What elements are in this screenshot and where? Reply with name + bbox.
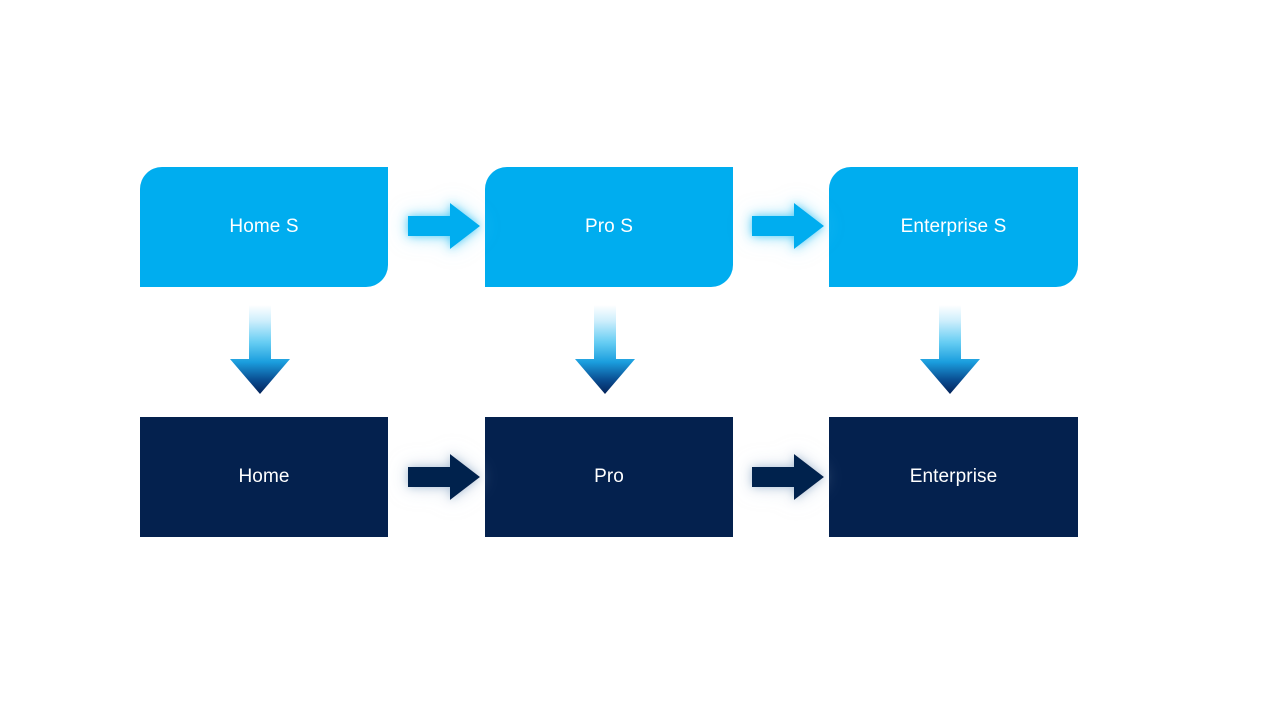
node-home-label: Home <box>238 465 290 487</box>
node-pro[interactable]: Pro <box>485 417 733 537</box>
node-home-s-label: Home S <box>229 215 299 237</box>
arrow-down-home-s-to-home <box>224 303 296 398</box>
arrow-right-pro-s-to-enterprise-s <box>748 200 828 252</box>
node-pro-s-label: Pro S <box>584 215 634 237</box>
arrow-right-pro-to-enterprise <box>748 451 828 503</box>
node-enterprise-label: Enterprise <box>909 465 998 487</box>
node-pro-s[interactable]: Pro S <box>485 167 733 287</box>
node-enterprise-s[interactable]: Enterprise S <box>829 167 1078 287</box>
arrow-down-enterprise-s-to-enterprise <box>914 303 986 398</box>
arrow-right-home-s-to-pro-s <box>404 200 484 252</box>
node-home-s[interactable]: Home S <box>140 167 388 287</box>
node-enterprise-s-label: Enterprise S <box>900 215 1007 237</box>
node-enterprise[interactable]: Enterprise <box>829 417 1078 537</box>
arrow-down-pro-s-to-pro <box>569 303 641 398</box>
node-home[interactable]: Home <box>140 417 388 537</box>
arrow-right-home-to-pro <box>404 451 484 503</box>
node-pro-label: Pro <box>594 465 624 487</box>
